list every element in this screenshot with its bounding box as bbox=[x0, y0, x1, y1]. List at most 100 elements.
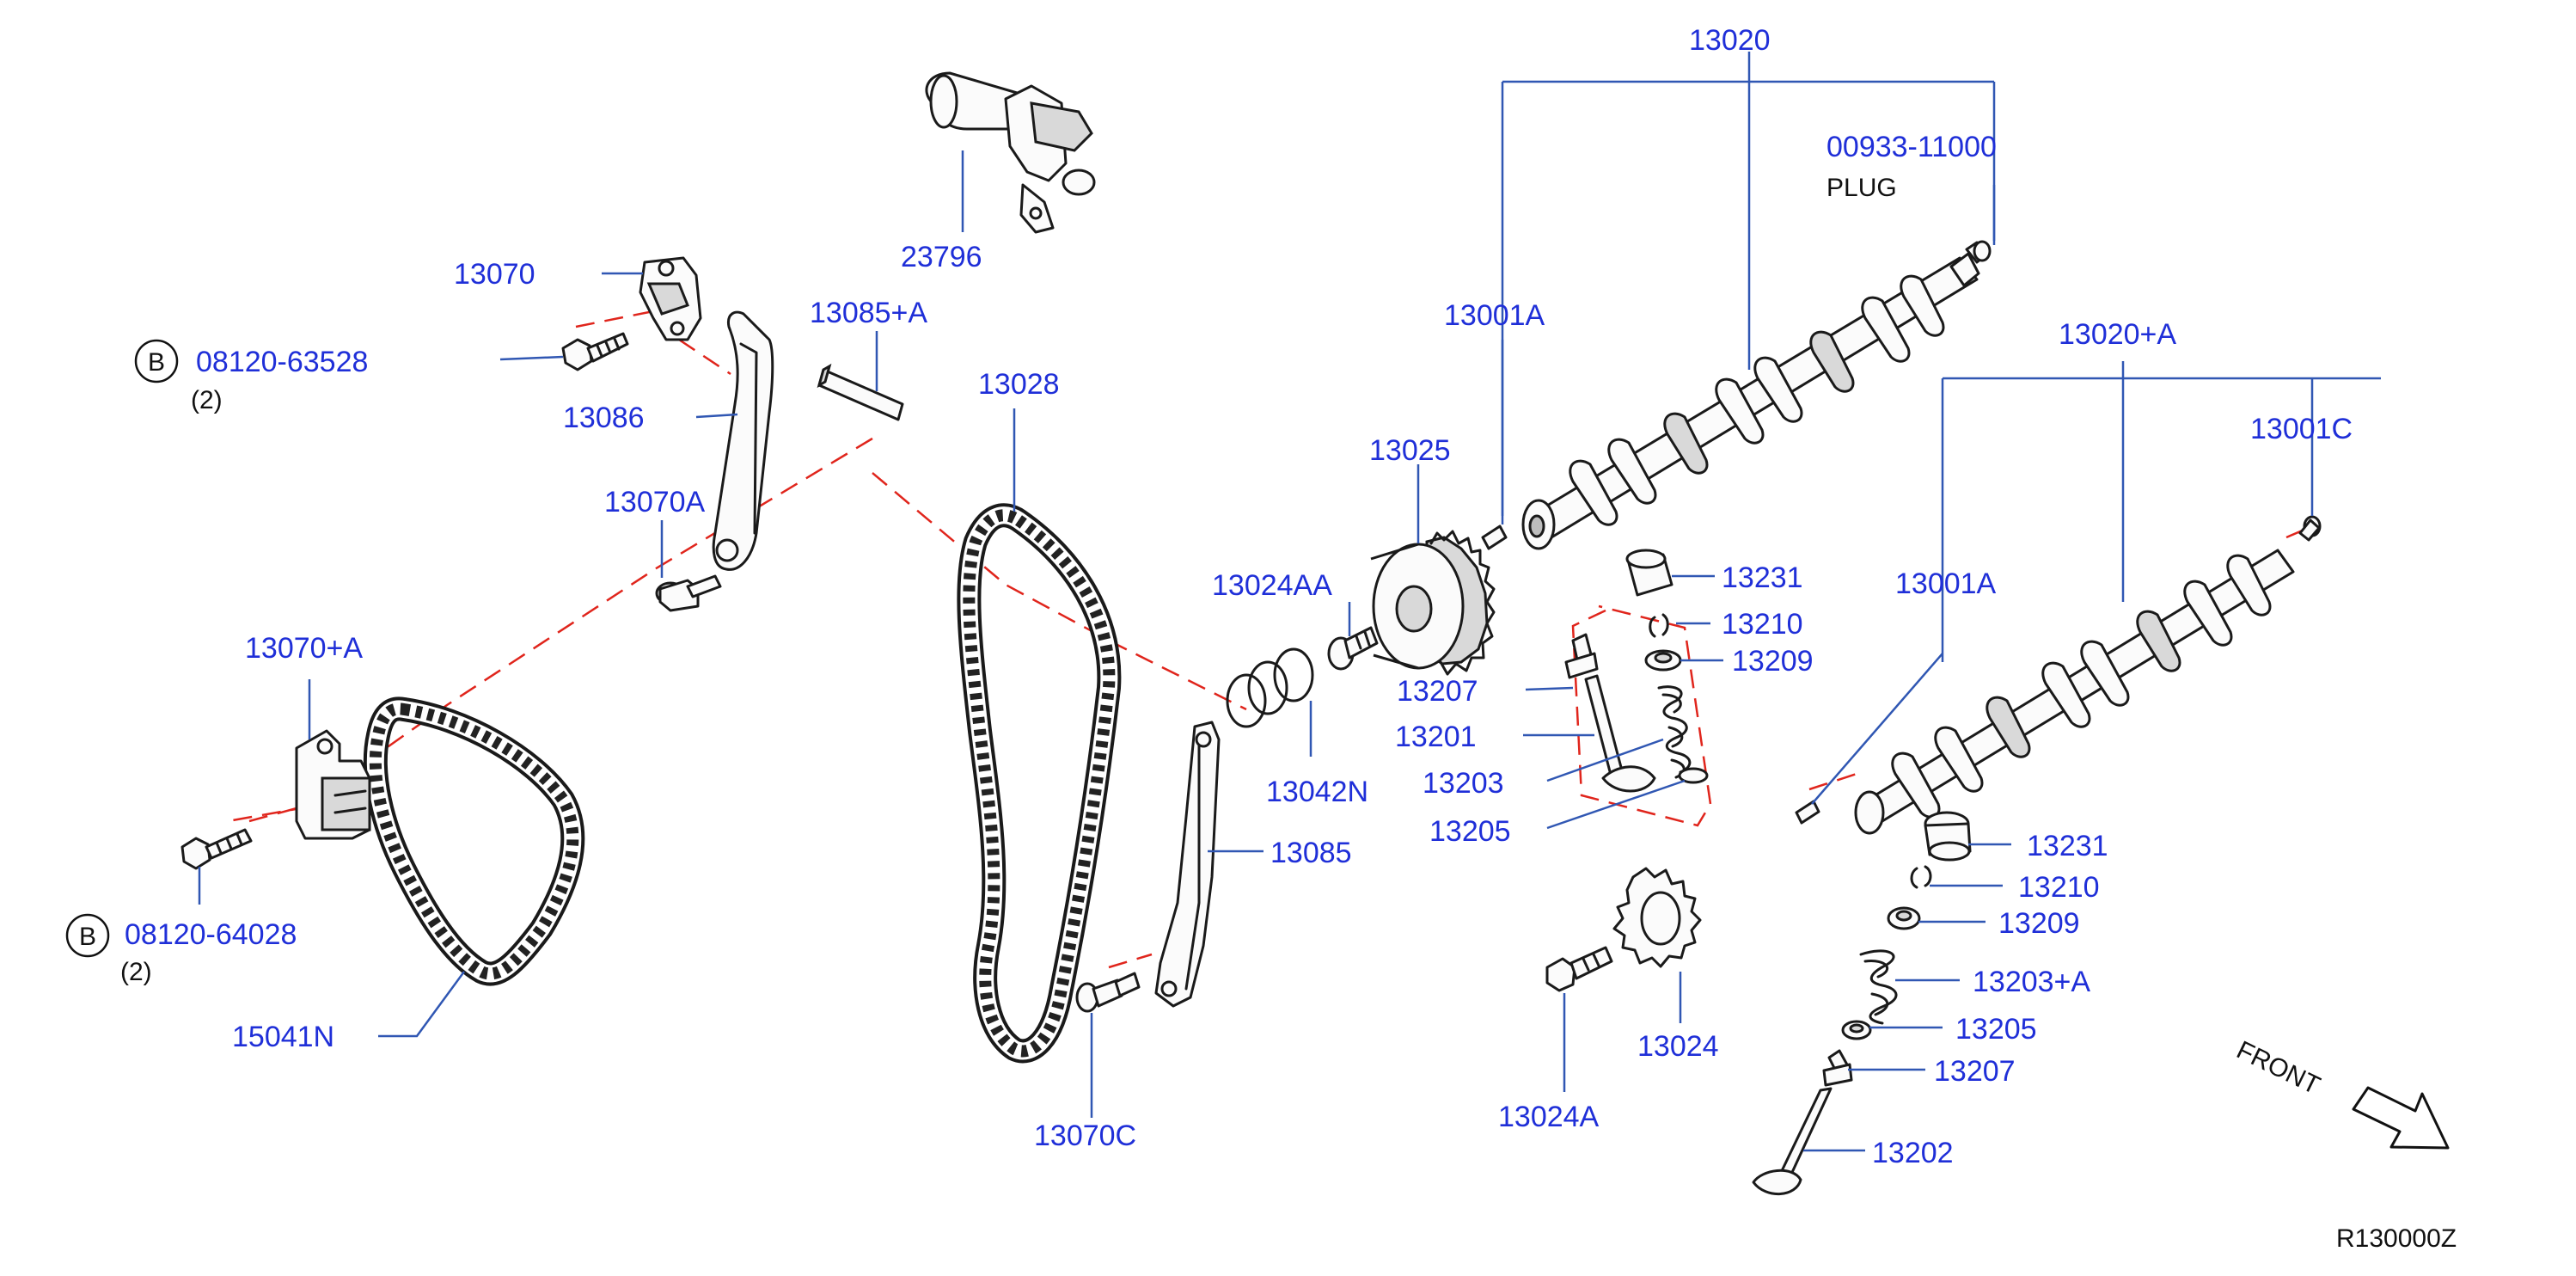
leader-13205-upper bbox=[1546, 779, 1686, 830]
front-direction-label: FRONT bbox=[2232, 1036, 2324, 1101]
tensioner-bracket-13070 bbox=[639, 256, 702, 341]
bolt-13070C bbox=[1075, 972, 1141, 1013]
leader-13086 bbox=[695, 413, 738, 419]
bolt-mark-upper: B bbox=[148, 348, 165, 377]
callout-13001A-upper[interactable]: 13001A bbox=[1444, 299, 1545, 332]
callout-13205-lower[interactable]: 13205 bbox=[1955, 1013, 2037, 1046]
callout-23796[interactable]: 23796 bbox=[901, 241, 982, 273]
callout-13201[interactable]: 13201 bbox=[1395, 721, 1477, 753]
valve-stem-seal-13207-lower bbox=[1822, 1049, 1853, 1087]
callout-13020A[interactable]: 13020+A bbox=[2059, 318, 2176, 351]
leader-13020 bbox=[1501, 52, 1996, 516]
bolt-mark-lower: B bbox=[79, 923, 96, 951]
alignment-lines bbox=[227, 308, 2313, 969]
quantity-note-upper: (2) bbox=[191, 386, 223, 414]
callout-00933-11000[interactable]: 00933-11000 bbox=[1826, 131, 1997, 163]
chain-guide-13085 bbox=[1154, 721, 1221, 1008]
callout-13203[interactable]: 13203 bbox=[1423, 767, 1504, 800]
callout-13231-lower[interactable]: 13231 bbox=[2027, 830, 2108, 862]
bolt-mark-circle-upper bbox=[134, 339, 179, 383]
callout-labels: 13020 00933-11000 23796 13070 13085+A 08… bbox=[125, 24, 2353, 1169]
alignment-line-tensioner-bolt bbox=[248, 807, 297, 823]
callout-13028[interactable]: 13028 bbox=[978, 368, 1060, 401]
callout-13207-upper[interactable]: 13207 bbox=[1397, 675, 1478, 708]
callout-13070[interactable]: 13070 bbox=[454, 258, 535, 291]
valve-spring-13203 bbox=[1657, 685, 1692, 779]
callout-13085[interactable]: 13085 bbox=[1270, 837, 1352, 869]
leader-08120-63528 bbox=[499, 355, 564, 361]
callout-13085A[interactable]: 13085+A bbox=[810, 297, 927, 329]
callout-13210-lower[interactable]: 13210 bbox=[2018, 871, 2100, 904]
callout-15041N[interactable]: 15041N bbox=[232, 1021, 334, 1053]
o-rings-13042N bbox=[1226, 647, 1314, 728]
callout-13024[interactable]: 13024 bbox=[1637, 1030, 1719, 1063]
valve-lifter-13231-upper bbox=[1625, 549, 1673, 597]
alignment-line-lower-valve bbox=[1808, 772, 1857, 791]
leader-13203 bbox=[1546, 738, 1664, 782]
chain-guide-13086 bbox=[712, 310, 774, 571]
leader-13207-upper bbox=[1525, 686, 1574, 691]
valve-spring-13203A bbox=[1859, 949, 1898, 1025]
bolt-13024A bbox=[1545, 946, 1613, 992]
bolt-08120-64028 bbox=[181, 828, 253, 870]
exhaust-valve-13202 bbox=[1752, 1087, 1833, 1196]
spring-retainer-13209-lower bbox=[1887, 906, 1921, 930]
alignment-line-bolt-to-bracket bbox=[575, 308, 663, 328]
callout-13024AA[interactable]: 13024AA bbox=[1212, 569, 1332, 602]
alignment-line-guide-to-sprocket bbox=[872, 472, 1247, 711]
valve-spring-seat-13205-upper bbox=[1678, 767, 1709, 784]
callout-13070A-plus[interactable]: 13070+A bbox=[245, 632, 363, 665]
leader-13020A bbox=[1941, 361, 2381, 662]
alignment-line-bolt-to-guide bbox=[678, 338, 731, 376]
dowel-pin-13001A-lower bbox=[1795, 800, 1820, 825]
chain-slipper-13085A bbox=[817, 363, 904, 421]
callout-13070C[interactable]: 13070C bbox=[1034, 1120, 1136, 1152]
callout-13024A[interactable]: 13024A bbox=[1498, 1101, 1600, 1133]
chain-tensioner-13070A bbox=[295, 729, 371, 840]
dowel-pin-13001A-upper bbox=[1481, 525, 1508, 550]
callout-13202[interactable]: 13202 bbox=[1872, 1137, 1954, 1169]
callout-13203A[interactable]: 13203+A bbox=[1973, 966, 2090, 998]
plug-00933-11000 bbox=[1965, 240, 1992, 264]
alignment-line-valve-bracket bbox=[1571, 604, 1712, 827]
callout-13086[interactable]: 13086 bbox=[563, 402, 645, 434]
camshaft-13020A bbox=[1854, 549, 2295, 835]
intake-valve-13201 bbox=[1584, 674, 1656, 793]
callout-13209-lower[interactable]: 13209 bbox=[1998, 907, 2080, 940]
crank-sprocket-13024 bbox=[1612, 867, 1702, 968]
callout-08120-64028[interactable]: 08120-64028 bbox=[125, 918, 297, 951]
alignment-line-plug-lower bbox=[2285, 525, 2313, 539]
callout-13207-lower[interactable]: 13207 bbox=[1934, 1055, 2016, 1088]
callout-13025[interactable]: 13025 bbox=[1369, 434, 1451, 467]
leader-lines bbox=[198, 52, 2381, 1152]
callout-13205-upper[interactable]: 13205 bbox=[1429, 815, 1511, 848]
plug-13001C bbox=[2298, 515, 2322, 542]
valve-collet-13210-lower bbox=[1910, 865, 1932, 889]
callout-13042N[interactable]: 13042N bbox=[1266, 776, 1368, 808]
diagram-code: R130000Z bbox=[2336, 1224, 2457, 1253]
callout-13070A[interactable]: 13070A bbox=[604, 486, 706, 518]
alignment-line-guide-bolt bbox=[1108, 953, 1153, 969]
alignment-line-guide-to-tensioner bbox=[227, 437, 873, 823]
leader-13001A-lower bbox=[1811, 653, 1943, 805]
bolt-mark-circle-lower bbox=[65, 913, 110, 958]
callout-13020[interactable]: 13020 bbox=[1689, 24, 1771, 57]
bolt-13024AA bbox=[1327, 626, 1379, 671]
callout-13231-upper[interactable]: 13231 bbox=[1722, 561, 1803, 594]
callout-13001A-lower[interactable]: 13001A bbox=[1895, 567, 1997, 600]
camshaft-sprocket-13025 bbox=[1370, 530, 1496, 676]
spring-retainer-13209-upper bbox=[1644, 649, 1682, 672]
camshaft-13020 bbox=[1521, 252, 1980, 550]
valve-collet-13210-upper bbox=[1649, 613, 1669, 638]
timing-chain-13028 bbox=[957, 503, 1122, 1064]
callout-13209-upper[interactable]: 13209 bbox=[1732, 645, 1814, 678]
callout-13001C[interactable]: 13001C bbox=[2250, 413, 2353, 445]
vtc-solenoid-23796 bbox=[925, 71, 1096, 234]
valve-stem-seal-13207-upper bbox=[1564, 633, 1599, 679]
valve-spring-seat-13205-lower bbox=[1841, 1020, 1872, 1040]
leader-15041N bbox=[378, 971, 466, 1038]
callout-08120-63528[interactable]: 08120-63528 bbox=[196, 346, 368, 378]
callout-13210-upper[interactable]: 13210 bbox=[1722, 608, 1803, 641]
plug-note: PLUG bbox=[1826, 174, 1897, 202]
front-arrow-icon bbox=[2352, 1086, 2450, 1150]
